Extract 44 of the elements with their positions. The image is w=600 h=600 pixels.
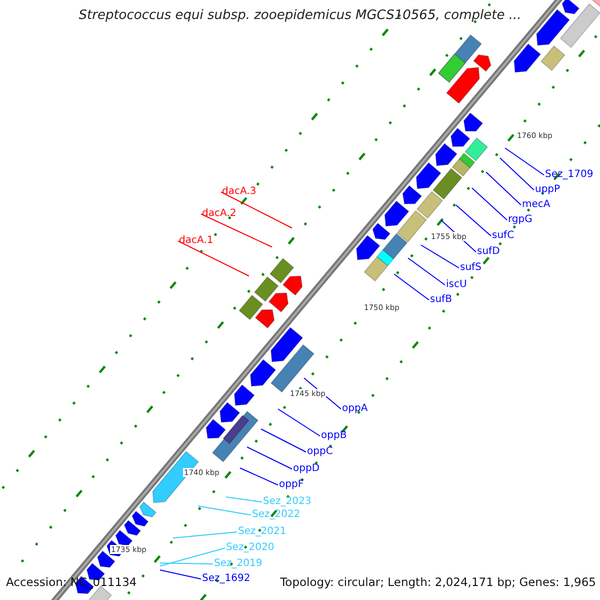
gene-label: sufD [477, 246, 500, 258]
leader-line [198, 506, 252, 516]
leader-line [500, 158, 534, 190]
gene-label: Sez_2021 [238, 526, 286, 538]
gene-label: Sez_2019 [214, 558, 262, 570]
gene-label: rgpG [508, 214, 532, 226]
leader-line [278, 408, 320, 436]
gene-label: uppP [535, 184, 560, 196]
gene-label: sufS [460, 262, 482, 274]
gene-label: sufB [430, 294, 452, 306]
footer-text: Topology: circular; Length: 2,024,171 bp; Genes: 1,965 [280, 574, 596, 590]
leader-line [226, 496, 262, 502]
gene-label: Sez_2023 [263, 496, 312, 508]
gene-label: Sez_1692 [202, 573, 250, 585]
leader-line [160, 548, 226, 566]
gene-label: oppC [307, 446, 333, 458]
leader-line [504, 148, 544, 176]
leader-line [394, 274, 430, 300]
gene-label: mecA [522, 199, 550, 211]
gene-label: dacA.2 [202, 208, 236, 220]
gene-label: oppD [293, 463, 320, 475]
gene-label: oppF [279, 479, 304, 491]
leader-line [178, 240, 250, 276]
leader-line [408, 258, 446, 286]
leader-line [160, 570, 202, 580]
leader-line [160, 562, 214, 564]
gene-label: Sez_2020 [226, 542, 274, 554]
leader-line [246, 446, 292, 470]
leader-line [172, 532, 238, 538]
gene-label: oppA [342, 403, 368, 415]
leader-line [260, 428, 306, 452]
gene-label: dacA.1 [179, 235, 214, 247]
gene-label: sufC [492, 230, 514, 242]
leader-line [220, 192, 292, 228]
leader-line [420, 244, 460, 268]
gene-label: iscU [446, 279, 467, 291]
leader-line [472, 188, 508, 220]
leader-line [200, 214, 272, 248]
title: Streptococcus equi subsp. zooepidemicus MGCS10565, complete ... [78, 8, 522, 24]
gene-label: oppB [321, 430, 347, 442]
leader-line [486, 172, 522, 206]
leader-line [456, 204, 492, 236]
leader-line [240, 468, 278, 486]
gene-label: dacA.3 [222, 186, 256, 198]
